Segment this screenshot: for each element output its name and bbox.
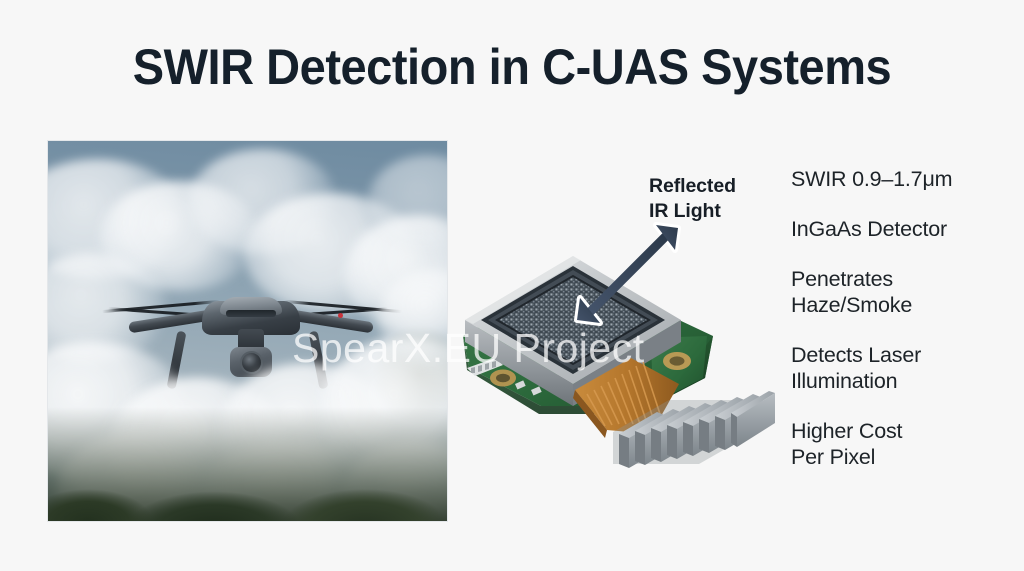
drone-camera-lens xyxy=(242,353,261,372)
annotation-line-2: IR Light xyxy=(649,200,721,222)
page-title: SWIR Detection in C-UAS Systems xyxy=(132,39,892,95)
pcb-connector xyxy=(467,358,503,376)
drone-aircraft xyxy=(102,289,402,404)
feature-line-1: Penetrates xyxy=(791,267,893,291)
feature-line-1: SWIR 0.9–1.7μm xyxy=(791,167,953,191)
feature-item-higher-cost: Higher Cost Per Pixel xyxy=(791,418,1016,470)
ingaas-sensor-module xyxy=(455,218,775,478)
drone-gimbal-arm xyxy=(238,329,264,351)
feature-line-1: Higher Cost xyxy=(791,419,903,443)
drone-photo xyxy=(48,141,447,521)
feature-item-penetrates-haze: Penetrates Haze/Smoke xyxy=(791,266,1016,318)
drone-led xyxy=(338,313,343,318)
feature-item-ingaas-detector: InGaAs Detector xyxy=(791,216,1016,242)
feature-line-1: Detects Laser xyxy=(791,343,922,367)
drone-vent xyxy=(226,310,276,317)
feature-line-2: Haze/Smoke xyxy=(791,293,913,317)
feature-item-swir-band: SWIR 0.9–1.7μm xyxy=(791,166,1016,192)
feature-line-1: InGaAs Detector xyxy=(791,217,947,241)
reflected-ir-light-label: Reflected IR Light xyxy=(649,174,769,224)
feature-line-2: Per Pixel xyxy=(791,445,876,469)
heatsink xyxy=(613,391,775,468)
feature-line-2: Illumination xyxy=(791,369,898,393)
feature-list: SWIR 0.9–1.7μm InGaAs Detector Penetrate… xyxy=(791,166,1016,470)
annotation-line-1: Reflected xyxy=(649,175,736,197)
foliage-bottom xyxy=(48,407,447,521)
feature-item-detects-laser: Detects Laser Illumination xyxy=(791,342,1016,394)
drone-photo-inner xyxy=(48,141,447,521)
